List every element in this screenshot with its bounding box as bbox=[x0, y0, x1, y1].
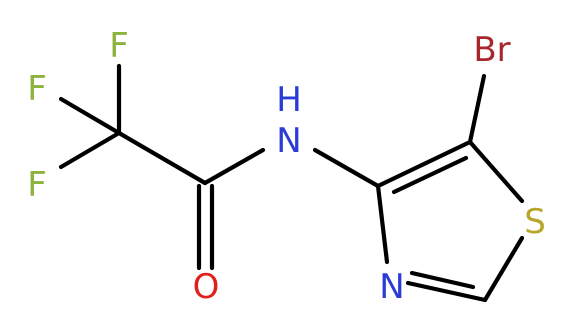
bond-c-f3 bbox=[58, 130, 122, 170]
bond-carbonyl-n bbox=[202, 147, 266, 186]
bond-c5-br bbox=[467, 73, 487, 145]
atom-amide-hydrogen: H bbox=[276, 80, 302, 120]
atom-fluorine-bottom: F bbox=[27, 165, 47, 205]
atom-sulfur: S bbox=[524, 202, 546, 242]
bonds bbox=[58, 63, 525, 303]
atom-labels: F F F O H N N S Br bbox=[27, 26, 546, 307]
bond-c-f2 bbox=[58, 96, 122, 136]
bond-c-carbonyl bbox=[116, 130, 208, 186]
atom-bromine: Br bbox=[473, 30, 510, 70]
atom-amide-nitrogen: N bbox=[276, 121, 301, 161]
bond-n3-c4 bbox=[375, 183, 390, 265]
atom-ring-nitrogen: N bbox=[379, 267, 404, 307]
atom-oxygen: O bbox=[193, 267, 220, 307]
bond-c4-c5-inner bbox=[391, 155, 469, 195]
bond-c5-s bbox=[467, 139, 525, 204]
bond-c2-n3 bbox=[405, 280, 488, 303]
bond-n-c4 bbox=[312, 147, 381, 189]
bond-s-c2 bbox=[482, 235, 525, 303]
atom-fluorine-top: F bbox=[109, 26, 129, 66]
bond-c2-n3-inner bbox=[409, 270, 476, 290]
bond-c4-c5 bbox=[375, 139, 473, 189]
atom-fluorine-middle: F bbox=[27, 69, 47, 109]
